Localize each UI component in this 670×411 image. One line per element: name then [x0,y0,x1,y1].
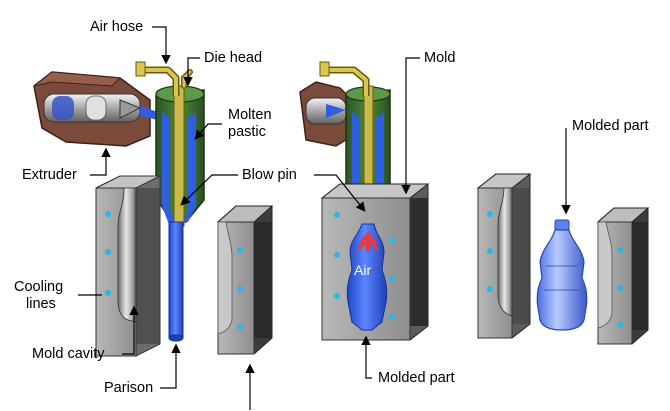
leader-air-hose [152,26,171,65]
mold-half-right-open [596,207,650,345]
leader-lines [78,26,571,410]
leader-mold-cavity [122,305,139,355]
mold-half-left-open [476,173,532,339]
label-extruder: Extruder [22,167,77,183]
label-blow-pin: Blow pin [242,167,297,183]
mold-half-left [95,175,161,357]
label-air: Air [354,262,372,278]
leader-blow-pin-right [314,174,366,212]
label-molded-part-top: Molded part [572,118,649,134]
mold-half-right [216,205,274,355]
leader-extruder [90,147,111,176]
label-cooling-lines-line2: lines [26,296,56,312]
label-molded-part-bottom: Molded part [378,370,455,386]
red-up-arrows-icon [356,231,380,252]
label-mold: Mold [424,50,456,66]
extruder-stage2 [299,81,353,147]
leader-molded-part-bottom [361,335,372,379]
parison [168,221,184,342]
molded-part-bottle [536,219,588,331]
leader-blow-pin-left [180,174,238,206]
air-hose-stage2 [319,61,370,96]
extruder [33,71,158,147]
die-head [155,85,205,227]
label-parison: Parison [104,380,154,396]
label-cooling-lines-line1: Cooling [14,279,64,295]
label-mold-cavity: Mold cavity [32,346,105,362]
leader-mold [401,57,420,195]
label-molten-plastic-line1: Molten [228,107,272,123]
leader-molten-plastic [194,123,222,140]
label-air-hose: Air hose [90,19,144,35]
leader-parison [160,343,181,389]
label-molten-plastic-line2: pastic [228,124,266,140]
label-die-head: Die head [204,50,263,66]
leader-die-head [183,57,200,87]
